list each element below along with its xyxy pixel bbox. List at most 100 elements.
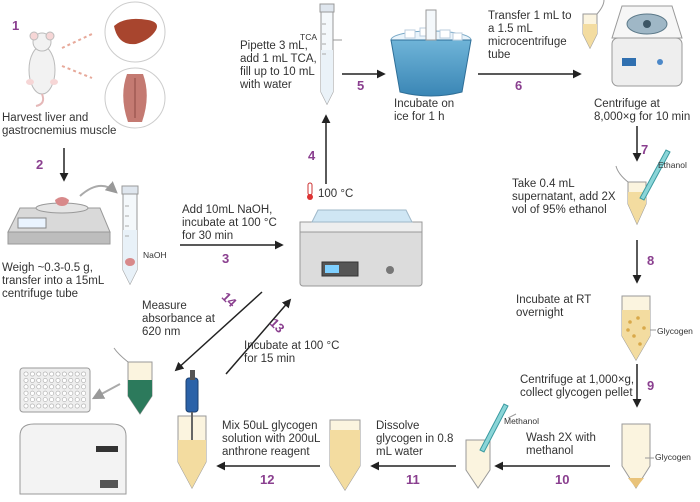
plate-well	[36, 397, 42, 402]
plate-well	[68, 377, 74, 383]
muscle-icon	[104, 67, 166, 129]
step-text-4: 100 °C	[318, 188, 354, 200]
teal-tube	[113, 347, 153, 415]
plate-well	[74, 377, 80, 383]
glycogen-pellet-label: Glycogen	[655, 452, 691, 462]
step-number-8: 8	[647, 253, 655, 268]
microplate-icon	[19, 367, 91, 413]
plate-well	[68, 403, 74, 409]
arrow-step-14	[174, 291, 263, 372]
plate-well	[62, 397, 67, 402]
plate-well	[42, 403, 48, 409]
mouse-icon	[26, 31, 58, 107]
tca-label: TCA	[300, 32, 317, 42]
plate-well	[49, 371, 54, 377]
plate-well	[42, 377, 48, 383]
plate-well	[42, 371, 48, 377]
step-text-12: Mix 50uL glycogen solution with 200uL an…	[222, 420, 321, 458]
falcon-tube-naoh	[121, 185, 139, 286]
plate-well	[68, 384, 74, 390]
plate-well	[74, 397, 80, 402]
naoh-label: NaOH	[143, 250, 167, 260]
step-number-6: 6	[515, 78, 523, 93]
plate-well	[62, 403, 67, 409]
plate-well	[62, 384, 67, 390]
step-number-10: 10	[555, 472, 570, 487]
plate-well	[74, 371, 80, 377]
step-number-3: 3	[222, 251, 230, 266]
step-number-11: 11	[406, 472, 420, 487]
step-text-13: Incubate at 100 °C for 15 min	[244, 340, 340, 365]
plate-well	[23, 390, 29, 396]
plate-well	[30, 371, 35, 377]
organ-arrow	[61, 33, 93, 49]
methanol-tube	[465, 403, 517, 489]
step-number-5: 5	[357, 78, 365, 93]
step-number-4: 4	[308, 148, 316, 163]
plate-well	[55, 390, 61, 396]
step-text-1: Harvest liver and gastrocnemius muscle	[2, 112, 117, 137]
plate-well	[36, 390, 42, 396]
plate-well	[30, 384, 35, 390]
plate-well	[49, 377, 54, 383]
plate-well	[55, 377, 61, 383]
pellet-tube	[621, 423, 654, 489]
ethanol-tube	[615, 149, 671, 226]
step-number-9: 9	[647, 378, 655, 393]
plate-well	[23, 377, 29, 383]
plate-well	[81, 384, 86, 390]
plate-well	[74, 403, 80, 409]
plate-well	[68, 390, 74, 396]
plate-well	[62, 371, 67, 377]
step-number-12: 12	[260, 472, 275, 487]
plate-well	[55, 371, 61, 377]
step-text-3: Add 10mL NaOH, incubate at 100 °C for 30…	[182, 204, 277, 242]
thermometer-icon	[307, 182, 313, 200]
plate-well	[36, 403, 42, 409]
centrifuge-icon	[611, 5, 683, 87]
plate-well	[42, 397, 48, 402]
plate-well	[62, 377, 67, 383]
plate-well	[30, 403, 35, 409]
plate-well	[74, 390, 80, 396]
ice-bucket-icon	[390, 9, 472, 97]
plate-well	[23, 403, 29, 409]
plate-well	[68, 397, 74, 402]
plate-well	[23, 397, 29, 402]
plate-well	[42, 384, 48, 390]
plate-reader-icon	[19, 423, 127, 495]
step-text-8: Incubate at RT overnight	[516, 294, 592, 319]
step-text-14: Measure absorbance at 620 nm	[142, 300, 215, 338]
glycogen-tube	[621, 295, 656, 361]
plate-well	[74, 384, 80, 390]
step-number-2: 2	[36, 157, 44, 172]
plate-well	[62, 390, 67, 396]
step-number-7: 7	[641, 142, 649, 157]
step-text-5: Pipette 3 mL, add 1 mL TCA, fill up to 1…	[240, 40, 317, 91]
balance-icon	[7, 197, 111, 245]
plate-well	[81, 390, 86, 396]
step-text-10: Wash 2X with methanol	[526, 432, 596, 457]
water-bath-icon	[299, 209, 423, 287]
plate-well	[49, 390, 54, 396]
incubate-ice-label: Incubate on ice for 1 h	[394, 98, 455, 123]
arrow-step-13	[225, 298, 292, 375]
dissolved-tube	[329, 419, 361, 491]
plate-well	[30, 390, 35, 396]
step-text-9: Centrifuge at 1,000×g, collect glycogen …	[520, 374, 635, 399]
plate-well	[30, 377, 35, 383]
plate-well	[55, 403, 61, 409]
plate-arrow	[91, 383, 121, 400]
plate-well	[55, 384, 61, 390]
plate-well	[23, 384, 29, 390]
methanol-label: Methanol	[504, 416, 539, 426]
liver-icon	[104, 1, 166, 63]
microtube-icon	[582, 0, 605, 50]
step-text-2: Weigh ~0.3-0.5 g, transfer into a 15mL c…	[2, 262, 104, 300]
plate-well	[36, 384, 42, 390]
plate-well	[68, 371, 74, 377]
plate-well	[81, 371, 86, 377]
plate-well	[81, 397, 86, 402]
centrifuge-label: Centrifuge at 8,000×g for 10 min	[594, 98, 691, 123]
